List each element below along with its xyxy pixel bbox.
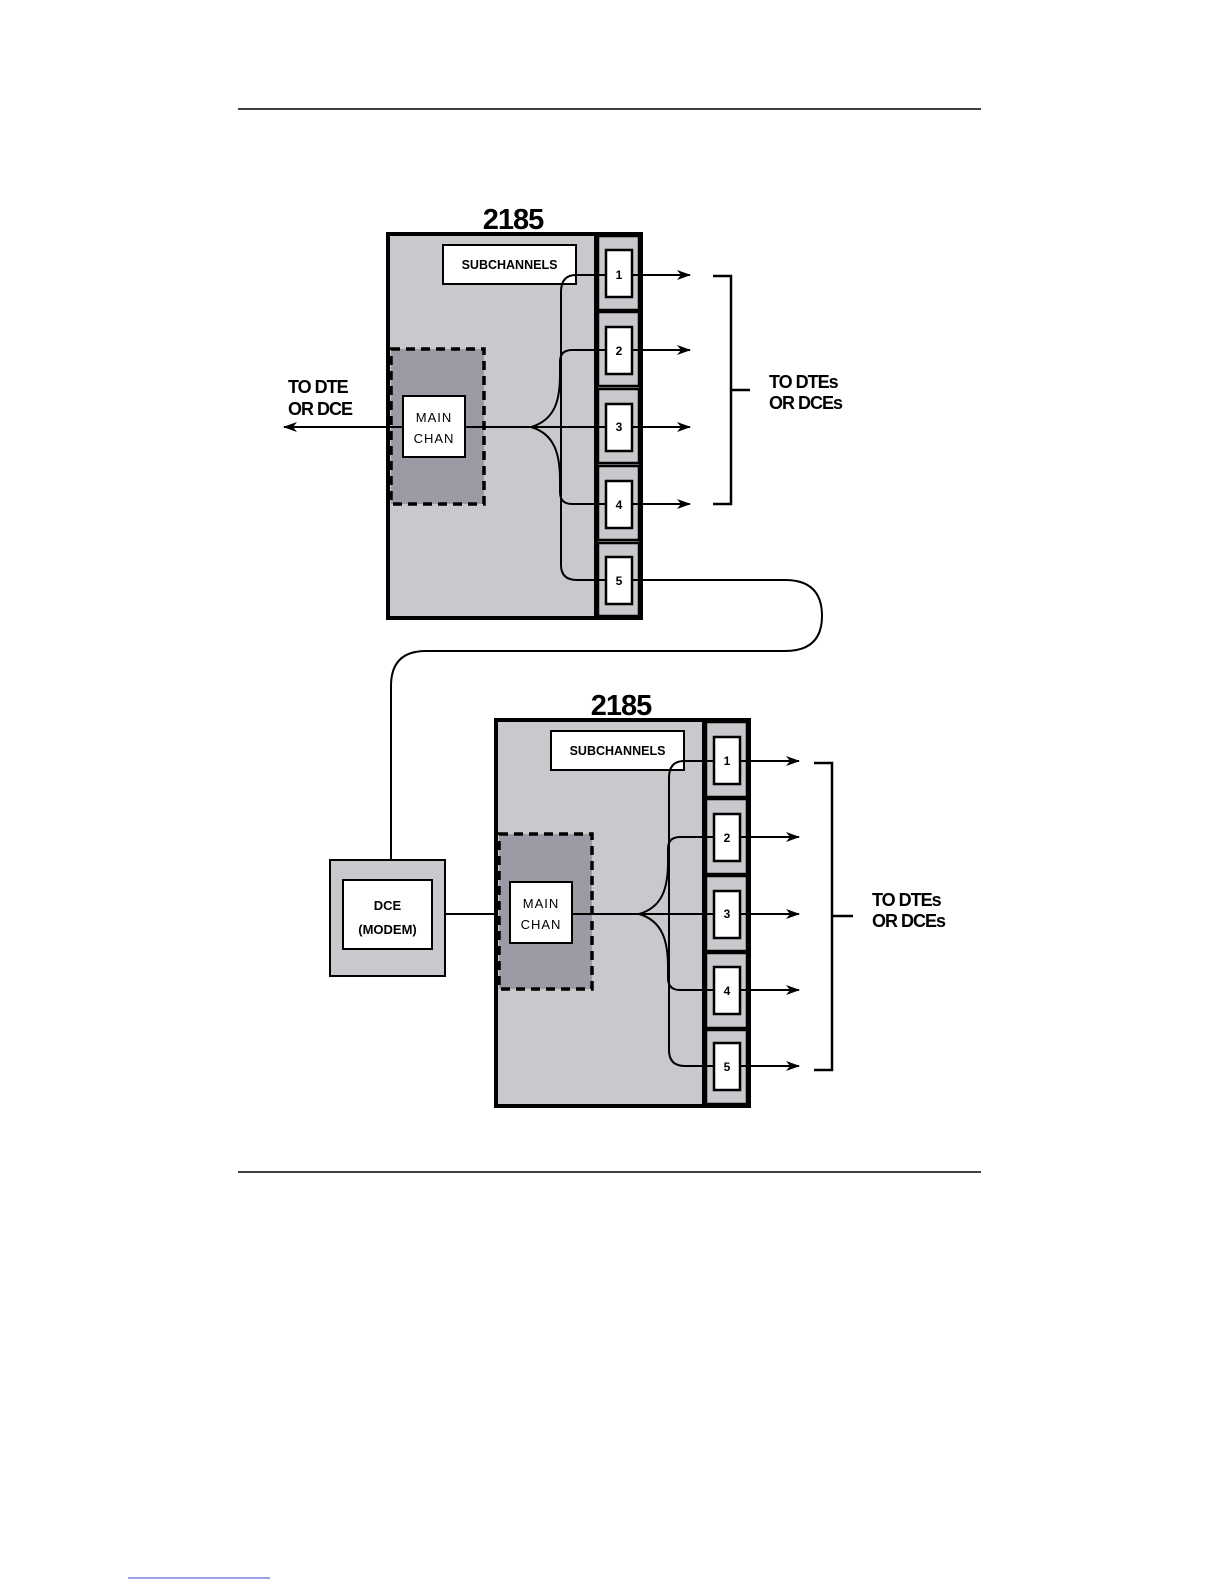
dce-label-line1: DCE: [374, 898, 402, 913]
unit-bottom-port-2-label: 2: [724, 831, 731, 845]
dce-modem: DCE (MODEM): [330, 860, 445, 976]
dce-inner-box: [343, 880, 432, 949]
unit-top-port-5: 5: [606, 557, 632, 604]
unit-top-main-chan-line2: CHAN: [414, 431, 455, 446]
unit-bottom-port-5: 5: [714, 1043, 740, 1090]
unit-top-right-label-line1: TO DTEs: [769, 372, 839, 392]
unit-bottom-port-1: 1: [714, 737, 740, 784]
unit-top-left-label-line1: TO DTE: [288, 377, 349, 397]
unit-bottom-main-chan-box: [510, 882, 572, 943]
unit-bottom-main-chan-line2: CHAN: [521, 917, 562, 932]
unit-bottom: 2185 SUBCHANNELS MAIN CHAN 1: [496, 690, 946, 1106]
unit-top-right-label-line2: OR DCEs: [769, 393, 843, 413]
unit-top-main-chan-box: [403, 396, 465, 457]
unit-bottom-port-5-label: 5: [724, 1060, 731, 1074]
unit-top-port-2: 2: [606, 327, 632, 374]
unit-top-port-3: 3: [606, 404, 632, 451]
unit-top-port-3-label: 3: [616, 420, 623, 434]
unit-bottom-title: 2185: [591, 690, 652, 722]
dce-label-line2: (MODEM): [358, 922, 417, 937]
unit-bottom-port-4: 4: [714, 967, 740, 1014]
unit-bottom-port-1-label: 1: [724, 754, 731, 768]
unit-bottom-right-label-line2: OR DCEs: [872, 911, 946, 931]
unit-top-port-5-label: 5: [616, 574, 623, 588]
unit-top-port-4: 4: [606, 481, 632, 528]
unit-top-port-1-label: 1: [616, 268, 623, 282]
unit-top-title: 2185: [483, 204, 544, 236]
unit-top-main-chan-line1: MAIN: [416, 410, 453, 425]
unit-bottom-port-2: 2: [714, 814, 740, 861]
unit-top-port-2-label: 2: [616, 344, 623, 358]
unit-top-right-bracket: [713, 276, 750, 504]
unit-top-port-1: 1: [606, 250, 632, 297]
unit-bottom-port-3-label: 3: [724, 907, 731, 921]
unit-top-subchannels-label: SUBCHANNELS: [462, 258, 558, 272]
unit-bottom-right-bracket: [814, 763, 853, 1070]
unit-top-port-4-label: 4: [616, 498, 623, 512]
unit-bottom-port-3: 3: [714, 891, 740, 938]
unit-top-left-label-line2: OR DCE: [288, 399, 353, 419]
unit-top: 2185 SUBCHANNELS MAIN CHAN: [284, 204, 843, 618]
unit-bottom-main-chan-line1: MAIN: [523, 896, 560, 911]
unit-bottom-subchannels-label: SUBCHANNELS: [570, 744, 666, 758]
unit-bottom-right-label-line1: TO DTEs: [872, 890, 942, 910]
unit-bottom-port-4-label: 4: [724, 984, 731, 998]
